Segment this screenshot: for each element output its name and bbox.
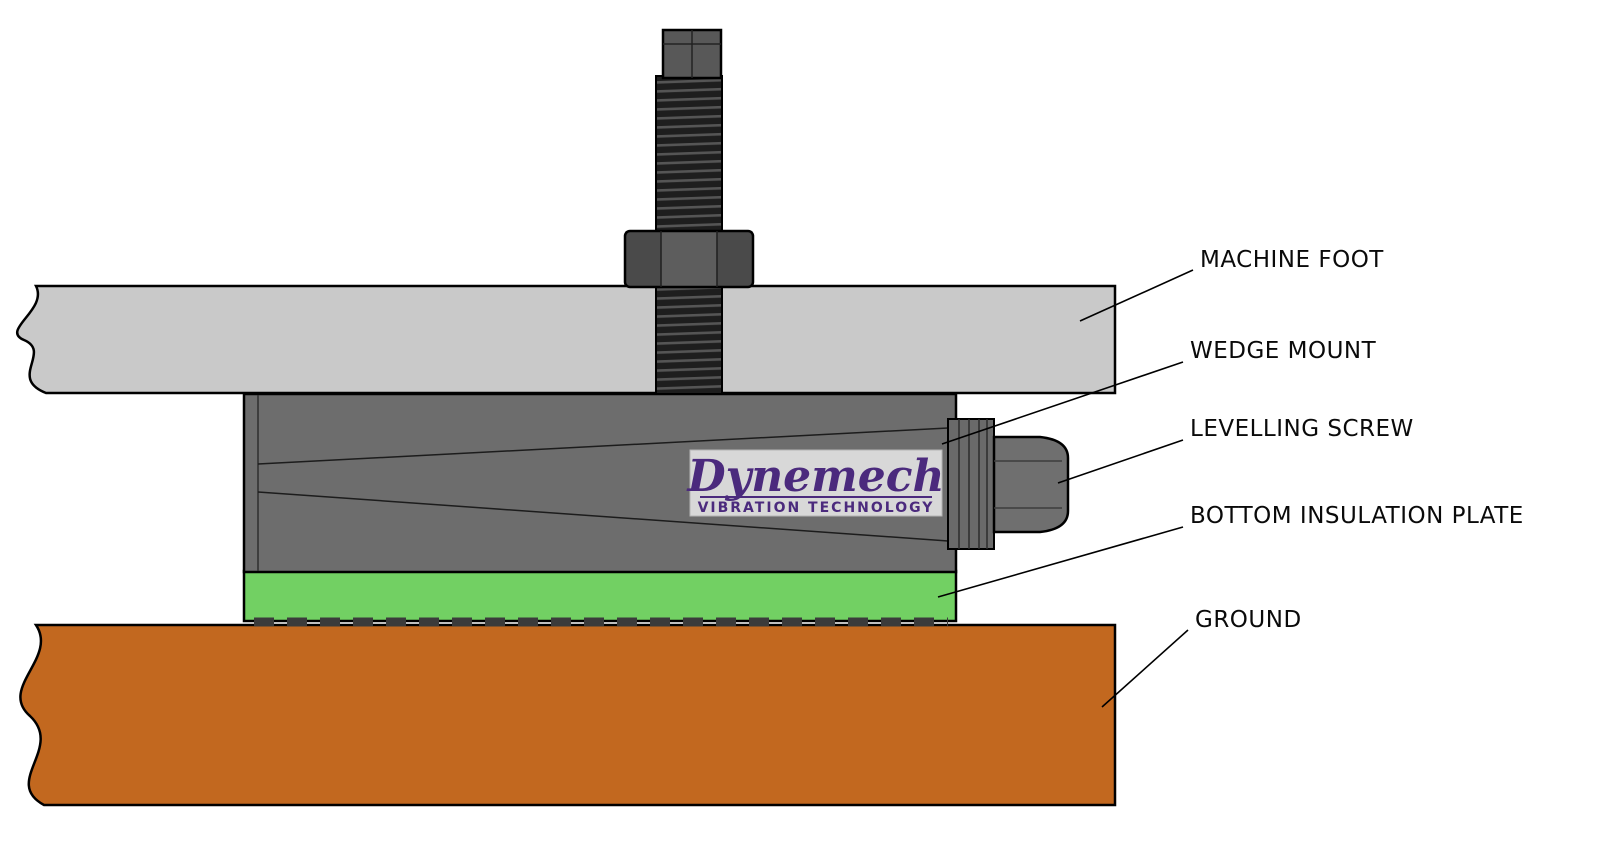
- hex-nut-left-facet: [625, 231, 661, 287]
- ground-slab: [19, 623, 1117, 807]
- levelling-screw-head: [992, 435, 1070, 534]
- label-bottom-insulation-plate: BOTTOM INSULATION PLATE: [1190, 503, 1524, 529]
- insulation-plate: [242, 569, 958, 623]
- logo-plate: [689, 449, 943, 517]
- leader-machine-foot: [1079, 269, 1194, 322]
- wedge-diagonal-lower: [257, 491, 949, 542]
- hex-nut: [623, 229, 755, 289]
- label-levelling-screw: LEVELLING SCREW: [1190, 416, 1414, 442]
- label-machine-foot: MACHINE FOOT: [1200, 247, 1384, 273]
- logo-name: Dynemech: [685, 451, 944, 502]
- label-ground: GROUND: [1195, 607, 1302, 633]
- wedge-diagonal-upper: [257, 427, 949, 465]
- leader-ground: [1101, 629, 1189, 708]
- logo-tagline: VIBRATION TECHNOLOGY: [698, 500, 935, 516]
- leader-levelling-screw: [1057, 439, 1184, 484]
- machine-foot-plate: [16, 284, 1117, 395]
- leader-bottom-insulation-plate: [937, 526, 1184, 598]
- label-wedge-mount: WEDGE MOUNT: [1190, 338, 1377, 364]
- leader-wedge-mount: [941, 361, 1184, 445]
- hex-nut-right-facet: [717, 231, 753, 287]
